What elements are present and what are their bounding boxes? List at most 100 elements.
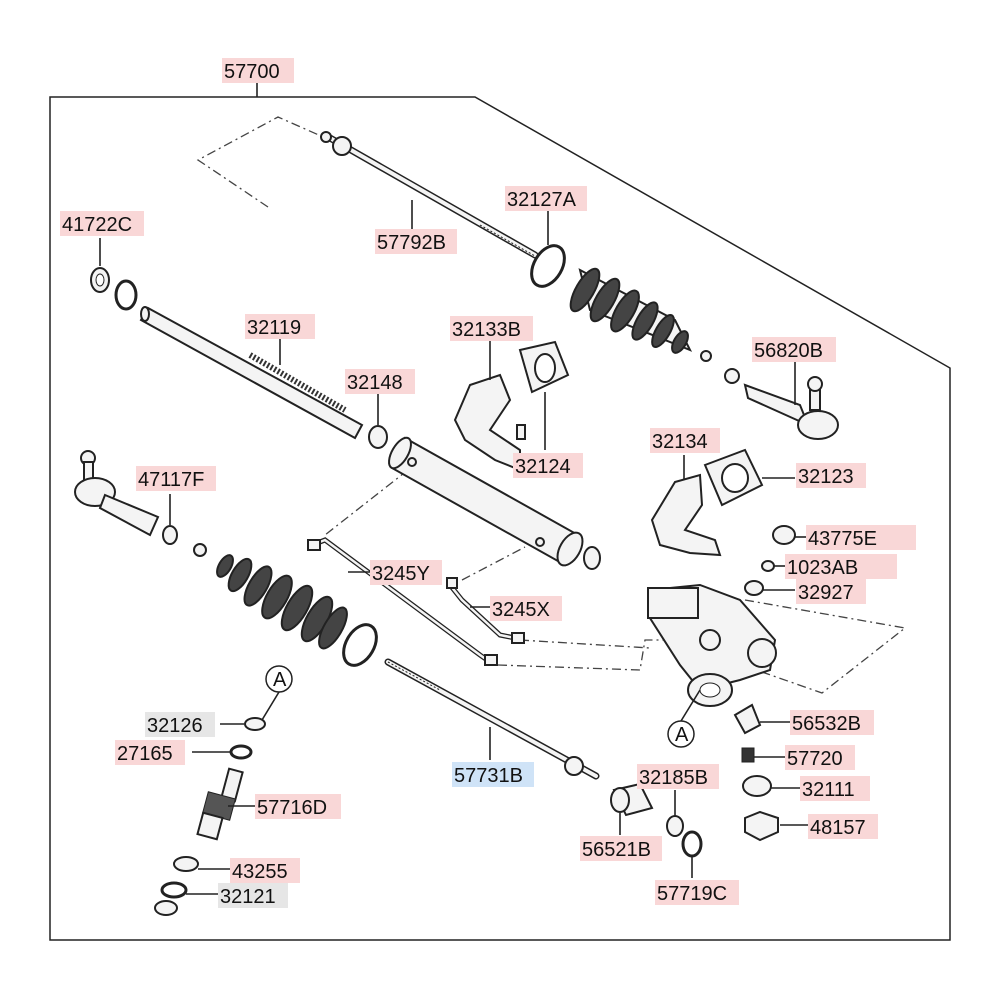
svg-text:57731B: 57731B <box>454 765 523 787</box>
assembly-frame <box>49 96 951 941</box>
feed-tube-3245x <box>446 577 525 644</box>
svg-text:32148: 32148 <box>347 372 403 394</box>
svg-text:47117F: 47117F <box>138 469 204 491</box>
label-57719c[interactable]: 57719C <box>655 880 739 905</box>
svg-text:41722C: 41722C <box>62 214 132 236</box>
bearing-43255 <box>173 856 199 872</box>
label-47117f[interactable]: 47117F <box>136 466 216 491</box>
label-3245y[interactable]: 3245Y <box>370 560 442 585</box>
svg-text:3245X: 3245X <box>492 599 550 621</box>
reference-line-inner-tie-rod <box>196 116 331 208</box>
label-57731b[interactable]: 57731B <box>452 762 534 787</box>
label-32121[interactable]: 32121 <box>218 883 288 908</box>
svg-text:32185B: 32185B <box>639 767 708 789</box>
label-43775e[interactable]: 43775E <box>806 525 916 550</box>
part-labels: 57700 57792B 32127A 41722C 32119 32148 3… <box>60 58 916 908</box>
seal-32185b <box>666 815 684 837</box>
label-48157[interactable]: 48157 <box>808 814 878 839</box>
svg-text:57716D: 57716D <box>257 797 327 819</box>
bushing-tube-end <box>583 546 601 570</box>
svg-text:57700: 57700 <box>224 61 280 83</box>
label-43255[interactable]: 43255 <box>230 858 300 883</box>
steering-gear-housing <box>646 583 777 707</box>
marker-a-right-text: A <box>675 724 689 746</box>
clamp-32134 <box>650 473 722 557</box>
label-41722c[interactable]: 41722C <box>60 211 144 236</box>
svg-text:57720: 57720 <box>787 748 843 770</box>
nut-1023ab <box>761 560 775 572</box>
label-3245x[interactable]: 3245X <box>490 596 562 621</box>
seal-41722c <box>90 267 110 293</box>
label-57720[interactable]: 57720 <box>785 745 855 770</box>
label-1023ab[interactable]: 1023AB <box>785 554 897 579</box>
label-32134[interactable]: 32134 <box>650 428 720 453</box>
nut-small-left <box>193 543 207 557</box>
washer-bottom-left <box>154 900 178 916</box>
nut-47117f <box>162 525 178 545</box>
label-57792b[interactable]: 57792B <box>375 229 457 254</box>
marker-a-left-text: A <box>273 669 287 691</box>
svg-text:56521B: 56521B <box>582 839 651 861</box>
label-32111[interactable]: 32111 <box>800 776 870 801</box>
label-32127a[interactable]: 32127A <box>505 186 587 211</box>
feed-tube-3245y <box>307 537 498 666</box>
label-57716d[interactable]: 57716D <box>255 794 341 819</box>
snap-ring-32121 <box>160 881 188 899</box>
reference-line-gear-right <box>744 599 907 694</box>
reference-line-tubes <box>324 469 690 671</box>
o-ring-57719c <box>681 830 703 858</box>
svg-text:27165: 27165 <box>117 743 173 765</box>
svg-text:32111: 32111 <box>802 779 855 801</box>
label-32124[interactable]: 32124 <box>513 453 583 478</box>
o-ring-left <box>114 279 138 311</box>
label-56532b[interactable]: 56532B <box>790 710 874 735</box>
label-32126[interactable]: 32126 <box>145 712 215 737</box>
boot-band-ring-left <box>342 623 378 667</box>
bellows-boot-left <box>216 554 348 650</box>
svg-text:56820B: 56820B <box>754 340 823 362</box>
svg-text:57719C: 57719C <box>657 883 727 905</box>
rack-bar <box>139 306 364 440</box>
svg-text:32126: 32126 <box>147 715 203 737</box>
rack-bushing-56521b <box>610 782 654 817</box>
o-ring-32927 <box>744 580 764 596</box>
mount-insulator-32123 <box>703 448 764 507</box>
label-32119[interactable]: 32119 <box>245 314 315 339</box>
o-ring-27165 <box>229 744 253 760</box>
label-56820b[interactable]: 56820B <box>752 337 836 362</box>
svg-text:32134: 32134 <box>652 431 708 453</box>
bushing-32148 <box>368 425 388 449</box>
pinion-valve-57716d <box>196 767 244 841</box>
lock-nut-48157 <box>744 810 779 842</box>
svg-text:32121: 32121 <box>220 886 276 908</box>
seal-32126 <box>244 717 266 731</box>
svg-text:32119: 32119 <box>247 317 301 339</box>
label-32123[interactable]: 32123 <box>796 463 866 488</box>
nut-small-right <box>700 350 712 362</box>
inner-tie-rod-top <box>320 131 539 259</box>
svg-text:32127A: 32127A <box>507 189 577 211</box>
yoke-56532b <box>733 703 762 735</box>
svg-text:32123: 32123 <box>798 466 854 488</box>
label-56521b[interactable]: 56521B <box>580 836 662 861</box>
label-32927[interactable]: 32927 <box>796 579 866 604</box>
label-32133b[interactable]: 32133B <box>450 316 533 341</box>
tie-rod-end-left <box>74 450 160 537</box>
rack-housing-tube <box>388 436 584 567</box>
label-32185b[interactable]: 32185B <box>637 764 719 789</box>
svg-text:3245Y: 3245Y <box>372 563 430 585</box>
label-27165[interactable]: 27165 <box>115 740 185 765</box>
mount-insulator-32124 <box>518 340 570 394</box>
svg-text:57792B: 57792B <box>377 232 446 254</box>
svg-text:32133B: 32133B <box>452 319 521 341</box>
label-32148[interactable]: 32148 <box>345 369 415 394</box>
svg-text:1023AB: 1023AB <box>787 557 858 579</box>
clamp-32133b <box>453 373 526 472</box>
svg-text:43255: 43255 <box>232 861 288 883</box>
boot-band-ring-top <box>530 244 566 288</box>
tie-rod-end-right <box>743 376 839 440</box>
svg-text:48157: 48157 <box>810 817 866 839</box>
label-57700[interactable]: 57700 <box>222 58 294 83</box>
svg-text:32927: 32927 <box>798 582 854 604</box>
